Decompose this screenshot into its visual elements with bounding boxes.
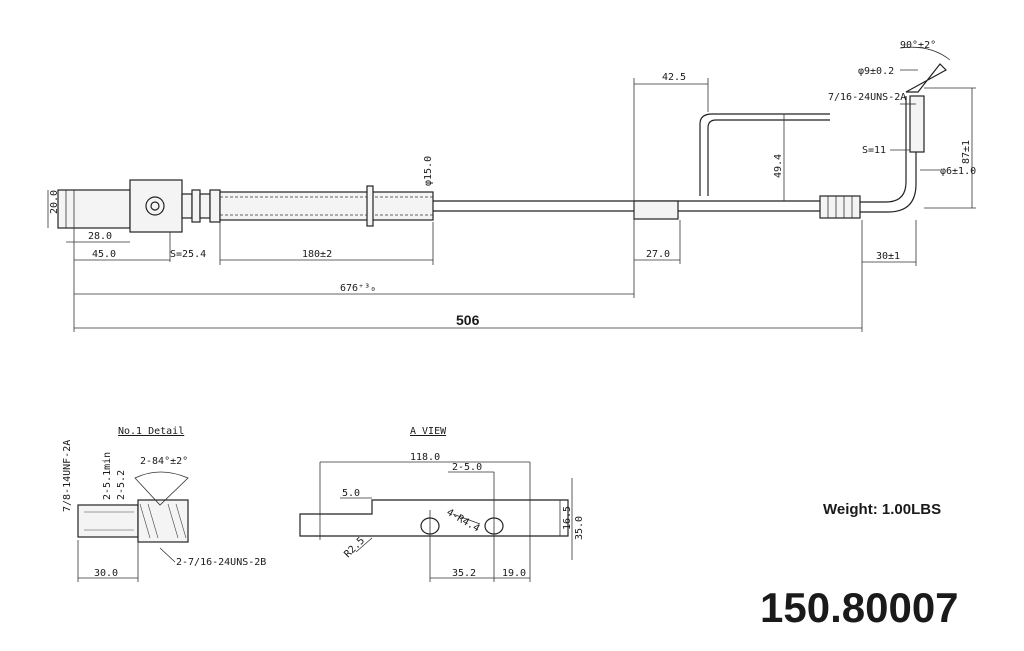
dim-hex-size: S=25.4 xyxy=(170,249,206,260)
dim-49-4: 49.4 xyxy=(773,154,784,178)
part-number: 150.80007 xyxy=(760,584,959,631)
bracket-plate xyxy=(299,499,569,537)
detail-title: No.1 Detail xyxy=(118,426,184,437)
dim-phi9: φ9±0.2 xyxy=(858,66,894,77)
a-view: A VIEW 118.0 2-5.0 5.0 4-R4.4 R2.5 16.5 … xyxy=(299,426,585,582)
detail-min: 2-5.1min xyxy=(102,452,113,500)
seat-angle-mark xyxy=(134,471,189,506)
a-view-d5: 5.0 xyxy=(342,488,360,499)
a-view-d352: 35.2 xyxy=(452,568,476,579)
dim-20: 20.0 xyxy=(49,190,60,214)
a-view-title: A VIEW xyxy=(410,426,447,437)
a-view-r25: R2.5 xyxy=(342,535,367,560)
dim-bend-angle: 90°±2° xyxy=(900,40,936,51)
detail-side-thread: 7/8-14UNF-2A xyxy=(62,440,73,512)
a-view-r44: 4-R4.4 xyxy=(445,507,482,535)
tube-nut xyxy=(909,95,925,153)
detail-d30: 30.0 xyxy=(94,568,118,579)
dim-87: 87±1 xyxy=(961,140,972,164)
right-fitting xyxy=(819,195,861,219)
dim-phi6: φ6±1.0 xyxy=(940,166,976,177)
dim-42-5: 42.5 xyxy=(662,72,686,83)
a-view-d118: 118.0 xyxy=(410,452,440,463)
dim-sleeve-diameter: φ15.0 xyxy=(423,156,434,186)
dim-thread: 7/16-24UNS-2A xyxy=(828,92,906,103)
dim-overall-length: 506 xyxy=(456,312,480,328)
dim-30: 30±1 xyxy=(876,251,900,262)
detail-angle: 2-84°±2° xyxy=(140,456,188,467)
left-hex-nut xyxy=(129,179,183,233)
left-fitting-body xyxy=(57,189,131,229)
dim-45: 45.0 xyxy=(92,249,116,260)
a-view-d19: 19.0 xyxy=(502,568,526,579)
a-view-d35: 35.0 xyxy=(574,516,585,540)
bolt-circle xyxy=(145,196,165,216)
detail-view: No.1 Detail 7/8-14UNF-2A 2-5.1min 2-5.2 … xyxy=(62,426,266,582)
mounting-bracket xyxy=(633,200,679,220)
dim-676: 676⁺³₀ xyxy=(340,283,376,294)
dim-27: 27.0 xyxy=(646,249,670,260)
dim-28: 28.0 xyxy=(88,231,112,242)
detail-d52: 2-5.2 xyxy=(116,470,127,500)
dimension-lines xyxy=(47,46,976,332)
main-view: 20.0 28.0 45.0 S=25.4 180±2 φ15.0 676⁺³₀… xyxy=(47,40,976,332)
a-view-d250: 2-5.0 xyxy=(452,462,482,473)
a-view-d165: 16.5 xyxy=(562,506,573,530)
weight-label: Weight: 1.00LBS xyxy=(823,501,941,518)
dim-s11: S=11 xyxy=(862,145,886,156)
detail-bottom-thread: 2-7/16-24UNS-2B xyxy=(176,557,266,568)
detail-fitting xyxy=(77,504,139,538)
dim-sleeve-length: 180±2 xyxy=(302,249,332,260)
hose-sleeve xyxy=(219,191,434,221)
